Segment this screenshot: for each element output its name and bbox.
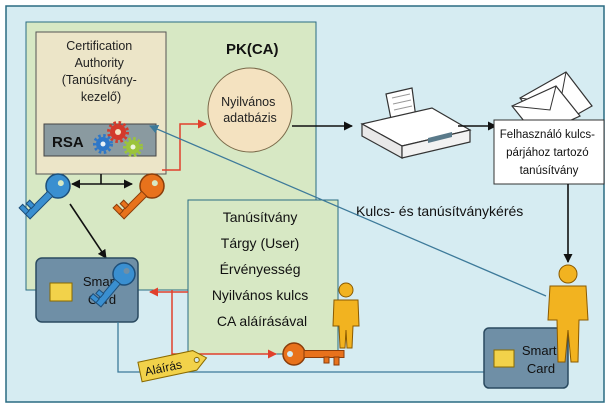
rsa-label: RSA	[52, 134, 84, 151]
smart-card-right	[483, 327, 569, 389]
ca-line-2: Authority	[75, 56, 125, 70]
blue-key-icon	[18, 173, 71, 220]
pk-ca-title: PK(CA)	[226, 41, 279, 58]
public-database	[207, 67, 293, 153]
cert-line-4: Nyilvános kulcs	[212, 287, 308, 303]
card-chip-right-icon	[493, 349, 515, 368]
note-line-3: tanúsítvány	[520, 165, 579, 177]
orange-key-icon	[112, 173, 165, 220]
card-blue-key-icon	[89, 262, 136, 308]
card-right-line-2: Card	[527, 361, 555, 376]
user-person-icon	[332, 282, 360, 349]
db-line-1: Nyilvános	[221, 95, 275, 109]
smart-card-right-text: Smart Card	[522, 343, 560, 376]
certificate-box	[187, 199, 339, 355]
request-label: Kulcs- és tanúsítványkérés	[356, 203, 523, 219]
ca-line-1: Certification	[66, 39, 132, 53]
card-left-line-1: Smart	[83, 274, 118, 289]
envelope-note-box	[493, 119, 605, 185]
envelope-note-text: Felhasználó kulcs- párjához tartozó tanú…	[500, 129, 598, 177]
note-line-1: Felhasználó kulcs-	[500, 129, 595, 141]
request-arrow	[149, 125, 547, 297]
user-key-icon	[282, 342, 345, 366]
ca-line-3: (Tanúsítvány-	[62, 73, 137, 87]
public-database-text: Nyilvános adatbázis	[221, 95, 279, 125]
db-line-2: adatbázis	[223, 111, 277, 125]
signature-tag: Aláírás	[137, 350, 208, 383]
card-right-line-1: Smart	[522, 343, 557, 358]
cert-line-2: Tárgy (User)	[221, 235, 300, 251]
right-person-icon	[547, 264, 589, 363]
cert-to-user-key-arrow	[171, 290, 277, 359]
note-line-2: párjához tartozó	[506, 147, 588, 159]
cert-line-5: CA aláírásával	[217, 313, 307, 329]
key-to-card-arrow	[69, 203, 107, 259]
printer-icon	[360, 87, 472, 160]
cert-line-1: Tanúsítvány	[223, 209, 298, 225]
card-to-card-line	[117, 322, 501, 377]
ca-line-4: kezelő)	[81, 90, 121, 104]
key-to-db-arrow	[162, 119, 207, 171]
gears-icon	[93, 121, 143, 157]
certificate-text: Tanúsítvány Tárgy (User) Érvényesség Nyi…	[212, 209, 312, 329]
ca-box-text: Certification Authority (Tanúsítvány- ke…	[62, 39, 141, 104]
cert-line-3: Érvényesség	[220, 261, 301, 277]
card-chip-left-icon	[49, 282, 73, 302]
